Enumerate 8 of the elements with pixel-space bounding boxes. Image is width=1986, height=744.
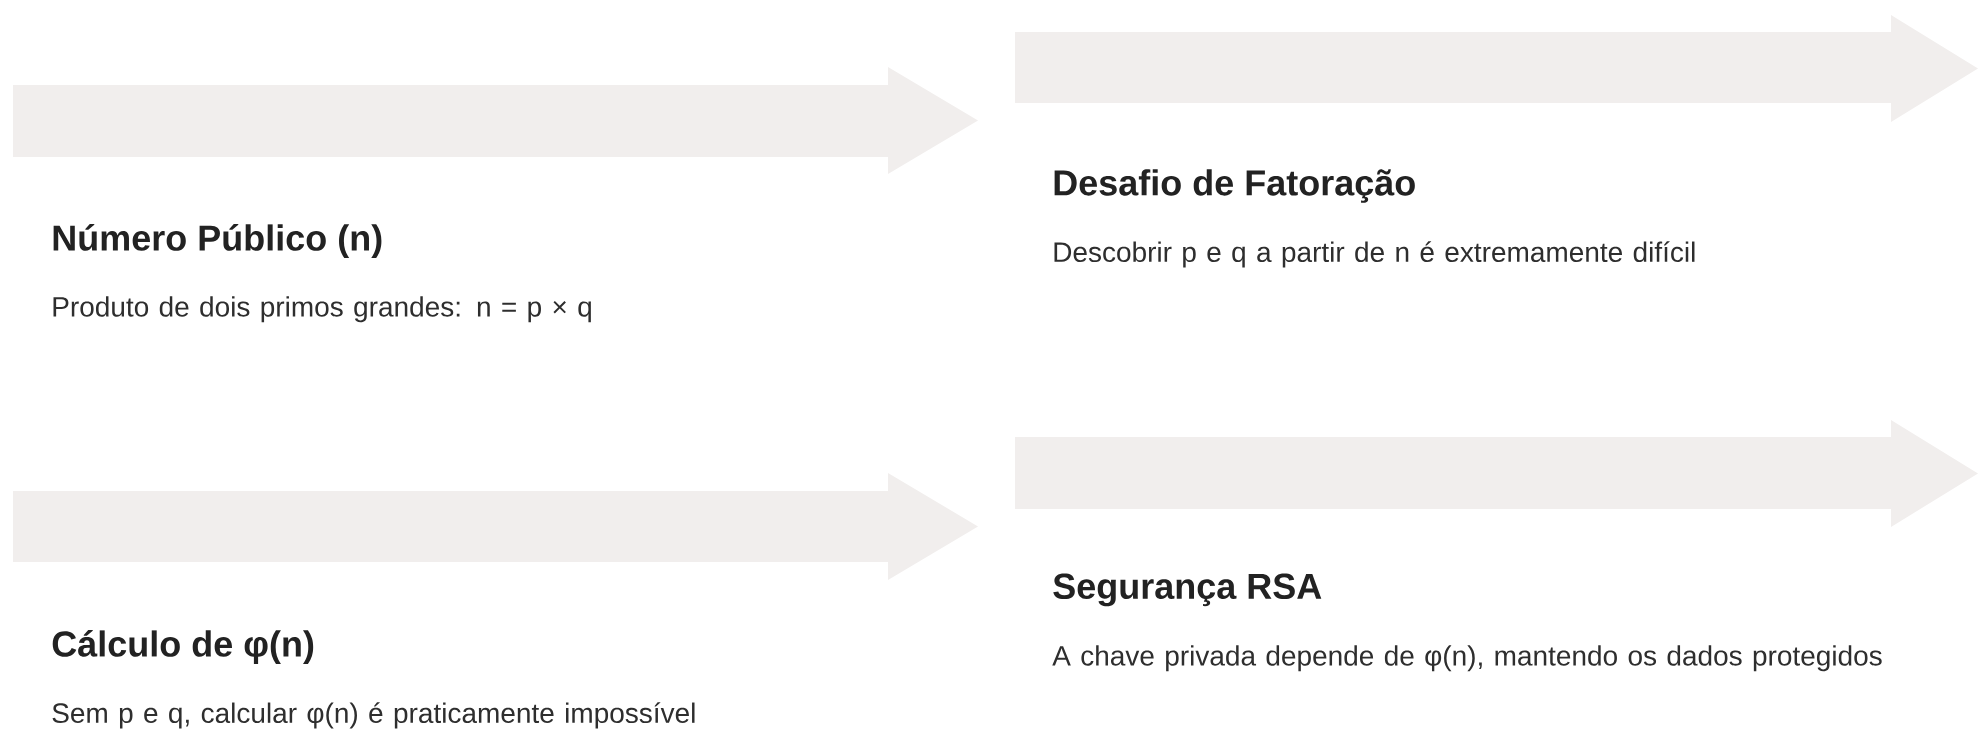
step-description: A chave privada depende de φ(n), mantendo os dados protegidos [1052,645,1882,672]
step-description: Sem p e q, calcular φ(n) é praticamente impossível [52,702,695,729]
step-description: Produto de dois primos grandes: n = p × q [53,296,591,323]
step-heading: Cálculo de φ(n) [52,630,314,664]
step-heading: Desafio de Fatoração [1054,169,1415,203]
step-heading: Segurança RSA [1053,573,1322,607]
step-description: Descobrir p e q a partir de n é extremamente difícil [1054,241,1695,268]
step-heading: Número Público (n) [53,224,382,258]
